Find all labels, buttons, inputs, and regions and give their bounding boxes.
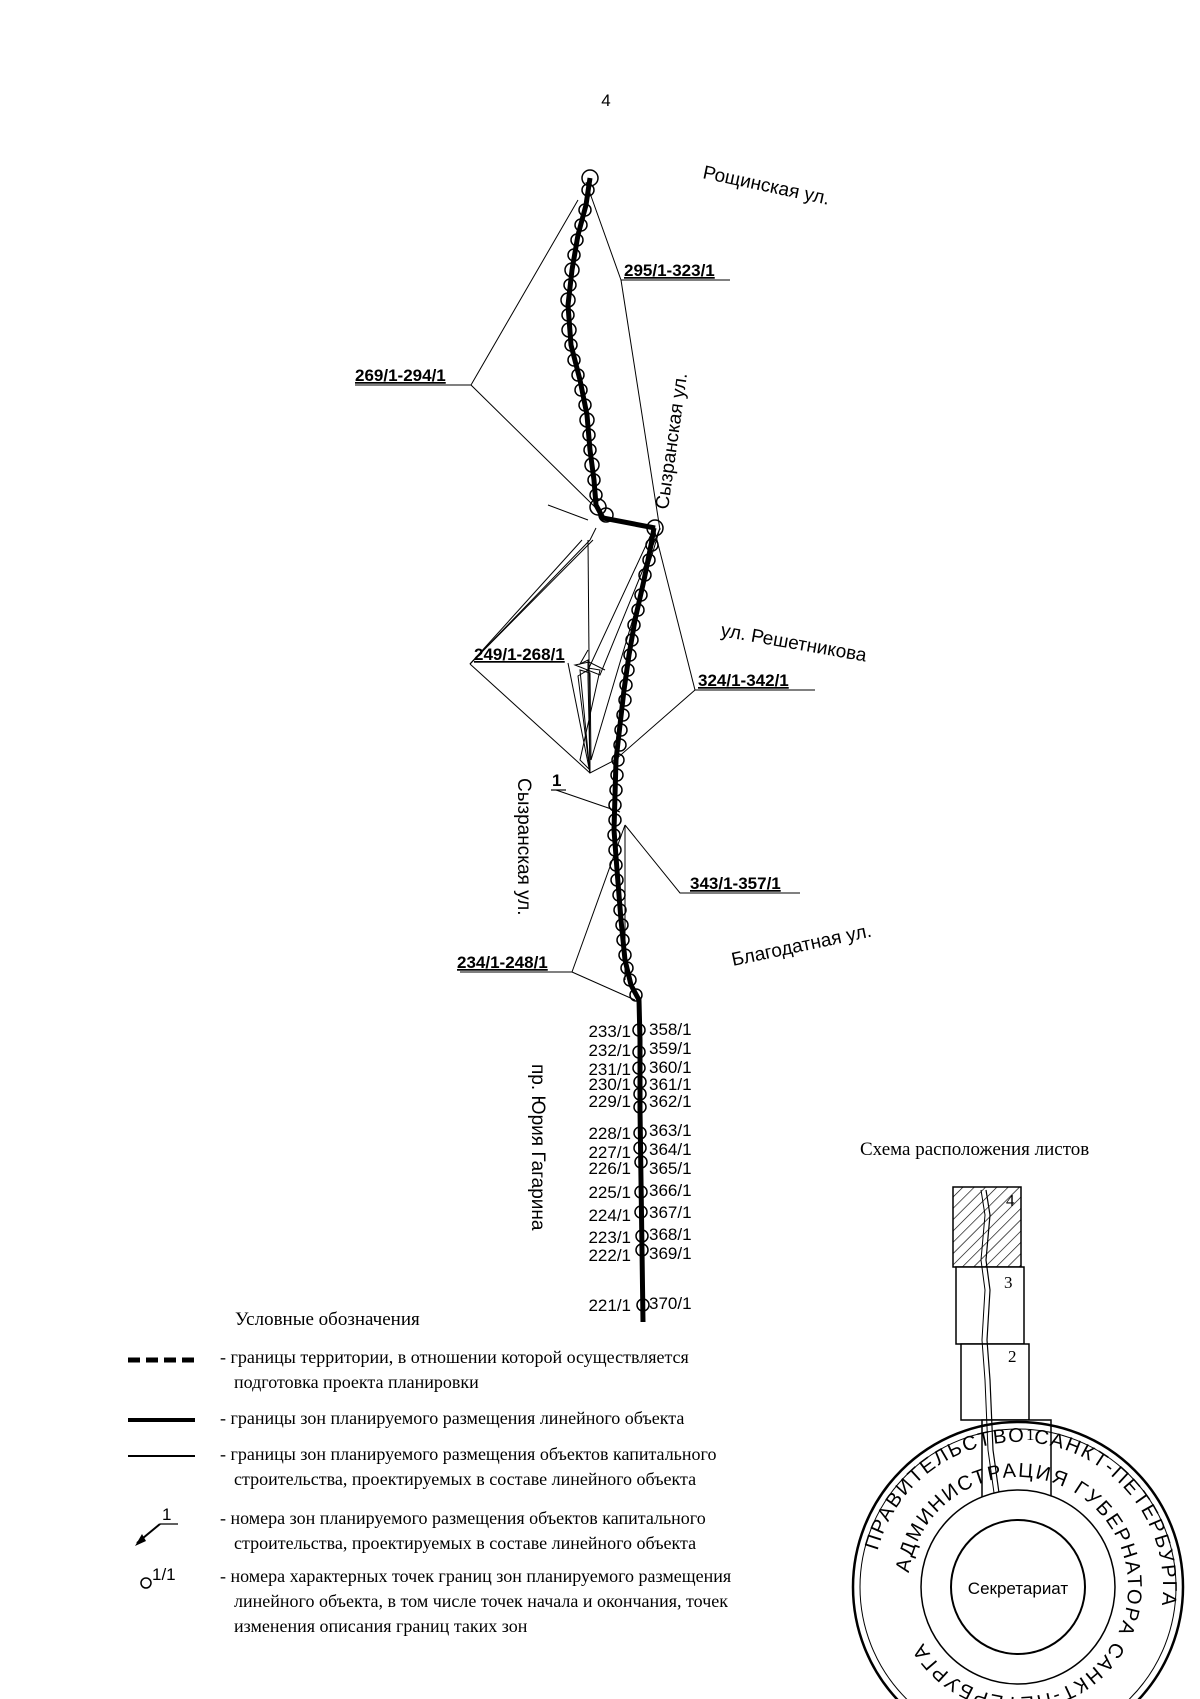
stamp-center-text: Секретариат (968, 1579, 1069, 1598)
legend-text: строительства, проектируемых в составе л… (234, 1469, 696, 1489)
legend-point-symbol: 1/1 (152, 1565, 176, 1584)
point-label: 362/1 (649, 1092, 692, 1111)
range-label: 324/1-342/1 (698, 671, 789, 690)
legend-text: изменения описания границ таких зон (234, 1616, 528, 1636)
legend-text: подготовка проекта планировки (234, 1372, 479, 1392)
point-label: 365/1 (649, 1159, 692, 1178)
sheet-number: 4 (1006, 1191, 1015, 1210)
zone-number-label: 1 (552, 771, 561, 790)
point-label: 364/1 (649, 1140, 692, 1159)
page-number: 4 (601, 91, 610, 110)
point-label: 229/1 (588, 1092, 631, 1111)
point-label: 233/1 (588, 1022, 631, 1041)
legend-text: линейного объекта, в том числе точек нач… (234, 1591, 728, 1611)
point-label: 360/1 (649, 1058, 692, 1077)
point-label: 230/1 (588, 1075, 631, 1094)
point-label: 358/1 (649, 1020, 692, 1039)
point-label: 221/1 (588, 1296, 631, 1315)
sheet-number: 1 (1026, 1425, 1035, 1444)
point-label: 363/1 (649, 1121, 692, 1140)
point-label: 366/1 (649, 1181, 692, 1200)
legend-text: - границы зон планируемого размещения об… (220, 1444, 716, 1464)
sheet-scheme: Схема расположения листов 4 3 2 1 (860, 1139, 1089, 1501)
street-roshchinskaya: Рощинская ул. (701, 162, 832, 209)
point-label: 222/1 (588, 1246, 631, 1265)
sheet-3 (955, 1266, 1025, 1345)
street-reshetnikova: ул. Решетникова (719, 620, 868, 666)
street-syzranskaya-mid: Сызранская ул. (513, 778, 534, 916)
range-label: 295/1-323/1 (624, 261, 715, 280)
street-syzranskaya-top: Сызранская ул. (652, 372, 692, 511)
legend: Условные обозначения - границы территори… (128, 1309, 731, 1636)
legend-title: Условные обозначения (235, 1309, 420, 1330)
leader-lines (355, 181, 815, 1001)
point-label: 367/1 (649, 1203, 692, 1222)
characteristic-points (560, 169, 664, 1312)
point-label: 361/1 (649, 1075, 692, 1094)
sheet-2 (960, 1343, 1030, 1421)
point-label: 228/1 (588, 1124, 631, 1143)
legend-text: - номера зон планируемого размещения объ… (220, 1508, 706, 1528)
street-gagarina: пр. Юрия Гагарина (527, 1064, 548, 1231)
legend-text: - границы территории, в отношении которо… (220, 1347, 689, 1367)
point-label: 359/1 (649, 1039, 692, 1058)
point-label: 226/1 (588, 1159, 631, 1178)
sheet-number: 3 (1004, 1273, 1013, 1292)
sheet-scheme-title: Схема расположения листов (860, 1139, 1089, 1160)
sheet-scheme-route (980, 1189, 996, 1501)
point-labels-left: 233/1 232/1 231/1 230/1 229/1 228/1 227/… (588, 1022, 631, 1315)
point-label: 231/1 (588, 1060, 631, 1079)
arrow-head-icon (135, 1534, 146, 1546)
point-label: 232/1 (588, 1041, 631, 1060)
linear-object-line (565, 177, 657, 1323)
legend-zone-symbol: 1 (162, 1505, 171, 1524)
range-label: 343/1-357/1 (690, 874, 781, 893)
point-label: 368/1 (649, 1225, 692, 1244)
legend-point-circle-icon (140, 1577, 152, 1589)
point-label: 369/1 (649, 1244, 692, 1263)
point-label: 370/1 (649, 1294, 692, 1313)
point-label: 224/1 (588, 1206, 631, 1225)
point-label: 223/1 (588, 1228, 631, 1247)
legend-text: - границы зон планируемого размещения ли… (220, 1408, 684, 1428)
legend-text: строительства, проектируемых в составе л… (234, 1533, 696, 1553)
range-label: 249/1-268/1 (474, 645, 565, 664)
sheet-number: 2 (1008, 1347, 1017, 1366)
range-label: 269/1-294/1 (355, 366, 446, 385)
range-label: 234/1-248/1 (457, 953, 548, 972)
legend-text: - номера характерных точек границ зон пл… (220, 1566, 731, 1586)
point-labels-right: 358/1 359/1 360/1 361/1 362/1 363/1 364/… (649, 1020, 692, 1313)
sheet-scheme-route (985, 1189, 1001, 1501)
street-blagodatnaya: Благодатная ул. (730, 921, 874, 971)
point-label: 225/1 (588, 1183, 631, 1202)
point-label: 227/1 (588, 1143, 631, 1162)
